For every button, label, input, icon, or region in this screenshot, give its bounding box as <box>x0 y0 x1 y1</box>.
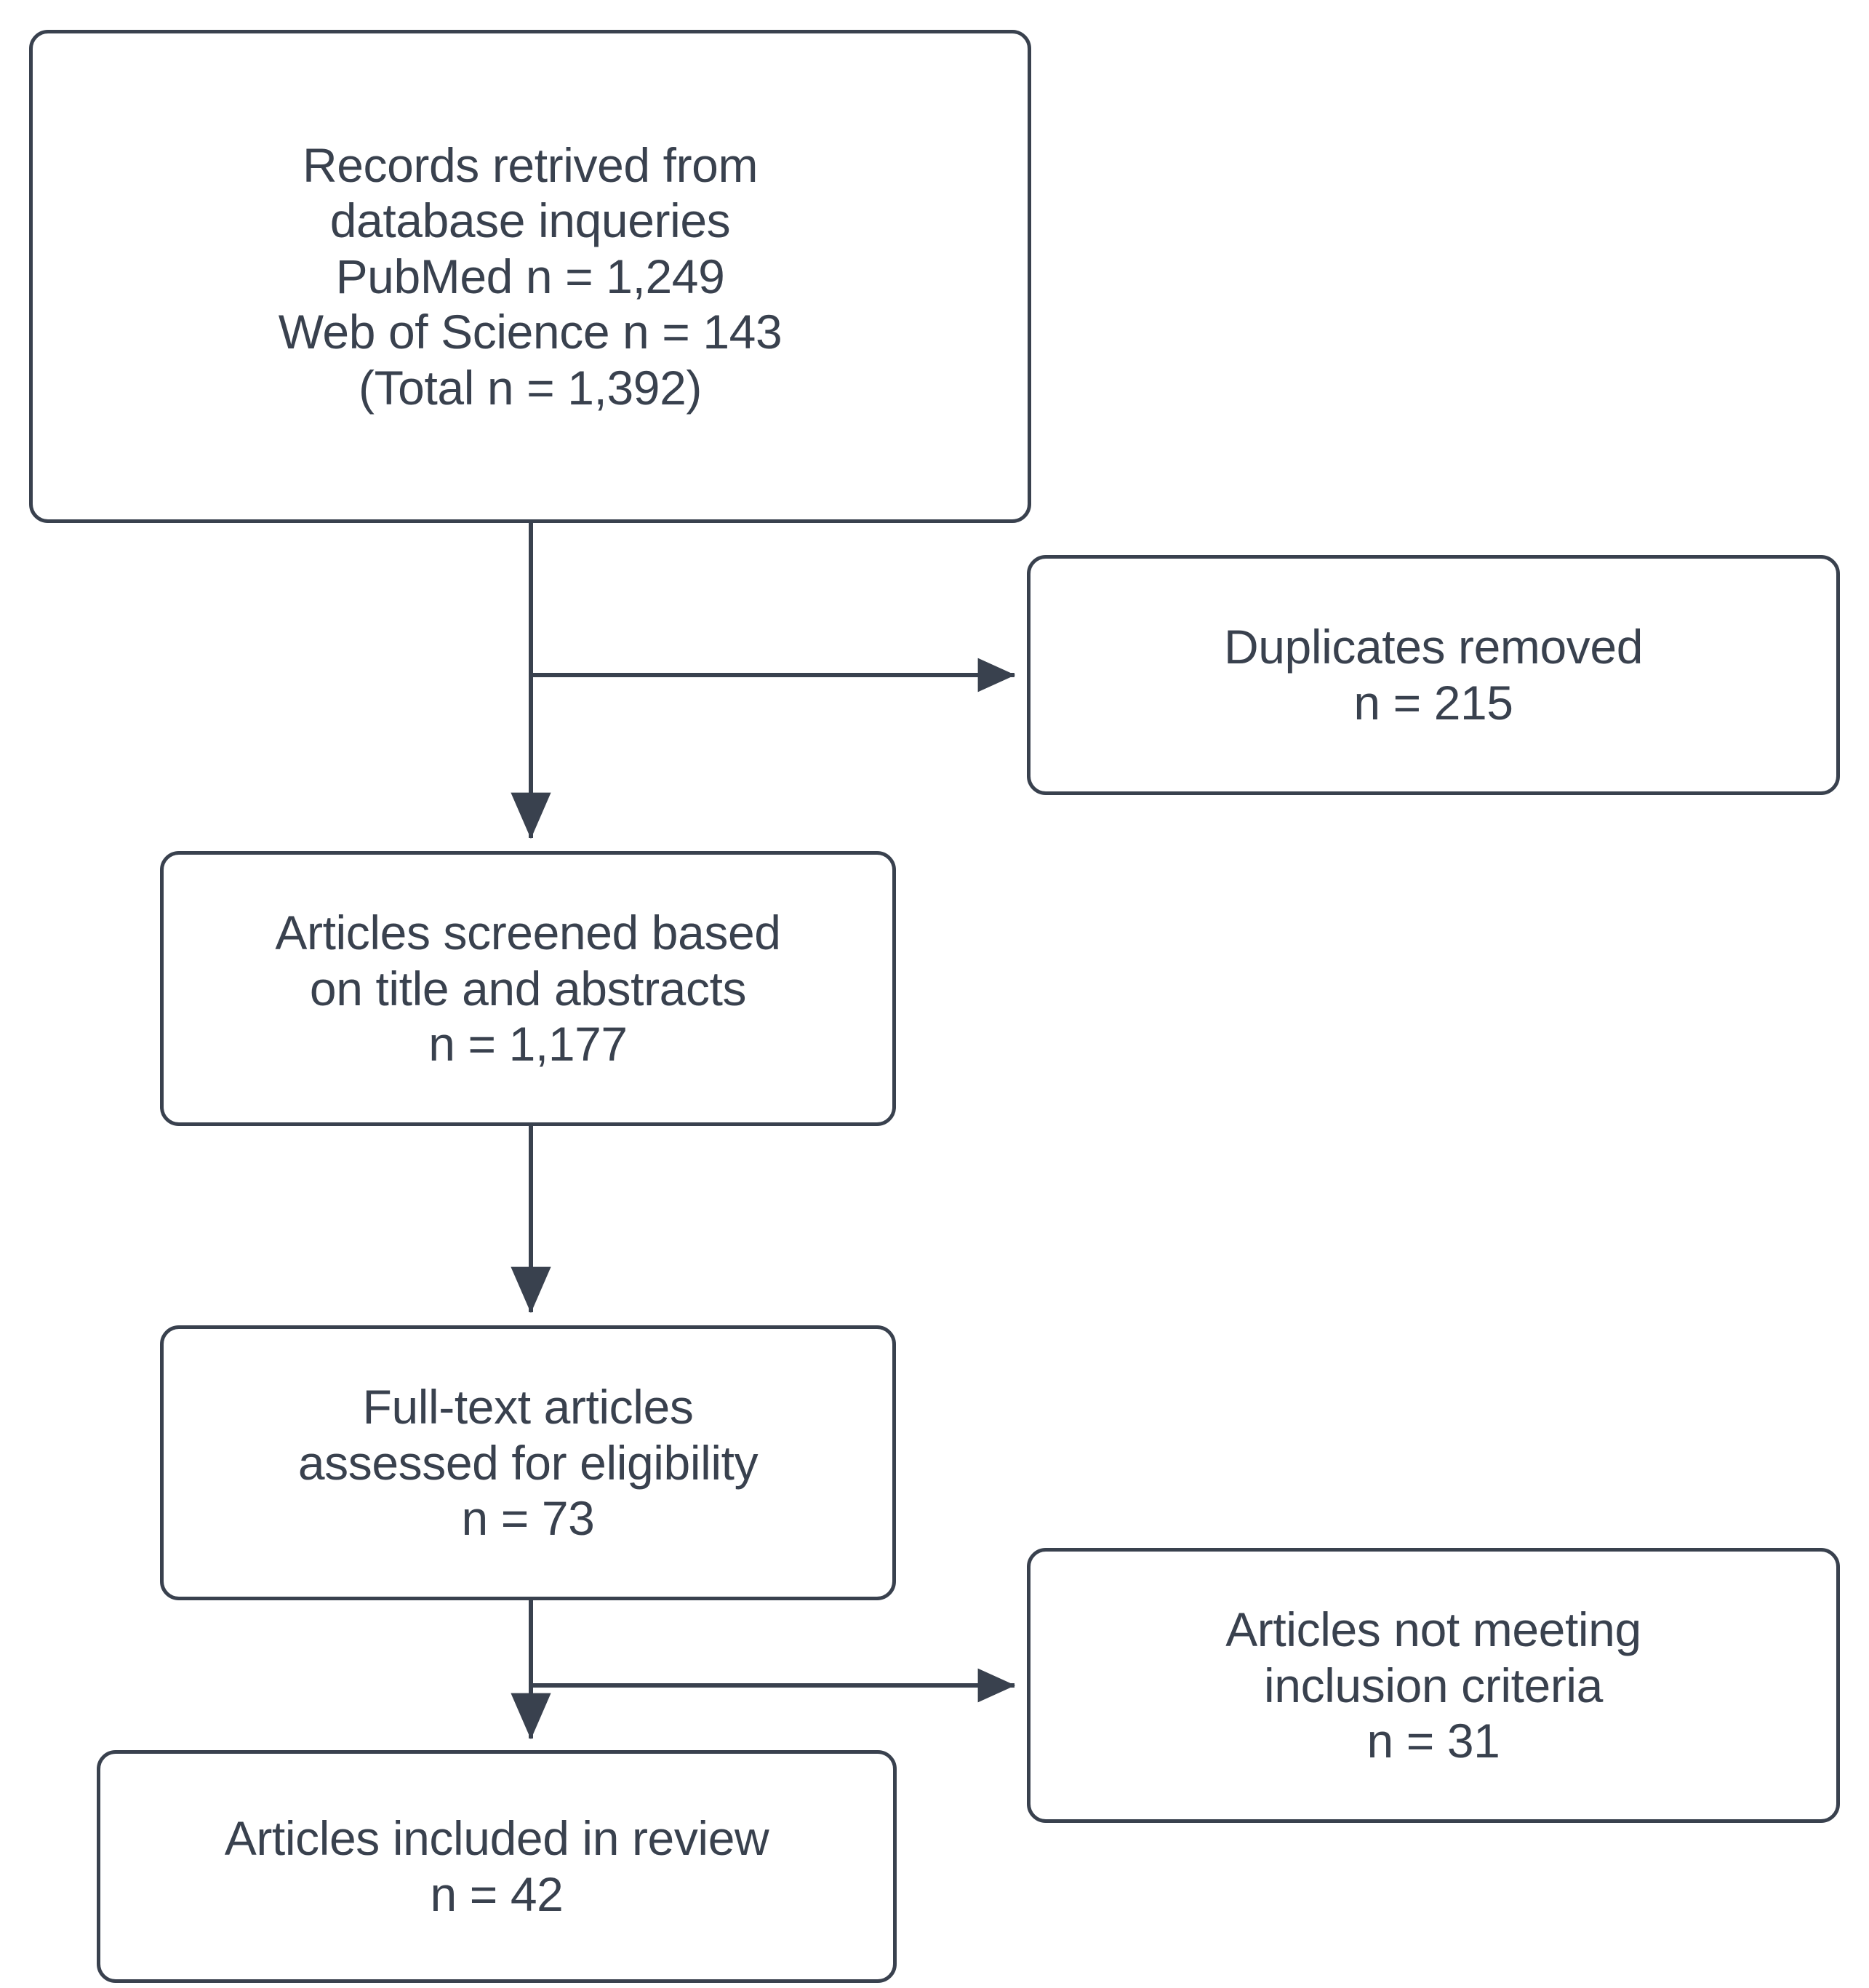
box-articles-not-meeting-criteria: Articles not meeting inclusion criteria … <box>1027 1548 1840 1823</box>
box-records-line-3: PubMed n = 1,249 <box>335 249 725 303</box>
box-excluded-line-2: inclusion criteria <box>1264 1658 1603 1712</box>
box-articles-included: Articles included in review n = 42 <box>97 1750 897 1983</box>
box-articles-screened: Articles screened based on title and abs… <box>160 851 896 1126</box>
box-screened-line-2: on title and abstracts <box>309 961 747 1015</box>
box-duplicates-removed: Duplicates removed n = 215 <box>1027 555 1840 795</box>
box-records-line-2: database inqueries <box>329 193 731 248</box>
box-fulltext-assessed: Full-text articles assessed for eligibil… <box>160 1325 896 1600</box>
box-fulltext-line-1: Full-text articles <box>362 1380 694 1434</box>
box-records-line-1: Records retrived from <box>302 137 759 192</box>
box-excluded-line-3: n = 31 <box>1366 1714 1500 1768</box>
box-screened-line-3: n = 1,177 <box>428 1017 628 1071</box>
box-duplicates-line-1: Duplicates removed <box>1223 620 1644 674</box>
box-fulltext-line-3: n = 73 <box>461 1491 595 1546</box>
box-screened-line-1: Articles screened based <box>275 906 781 960</box>
box-included-line-1: Articles included in review <box>224 1811 769 1866</box>
box-records-line-4: Web of Science n = 143 <box>278 305 783 359</box>
box-included-line-2: n = 42 <box>430 1867 564 1921</box>
box-records-retrieved: Records retrived from database inqueries… <box>29 30 1031 523</box>
box-excluded-line-1: Articles not meeting <box>1225 1602 1641 1657</box>
box-fulltext-line-2: assessed for eligibility <box>297 1435 759 1490</box>
box-duplicates-line-2: n = 215 <box>1353 676 1513 730</box>
box-records-line-5: (Total n = 1,392) <box>359 360 702 415</box>
